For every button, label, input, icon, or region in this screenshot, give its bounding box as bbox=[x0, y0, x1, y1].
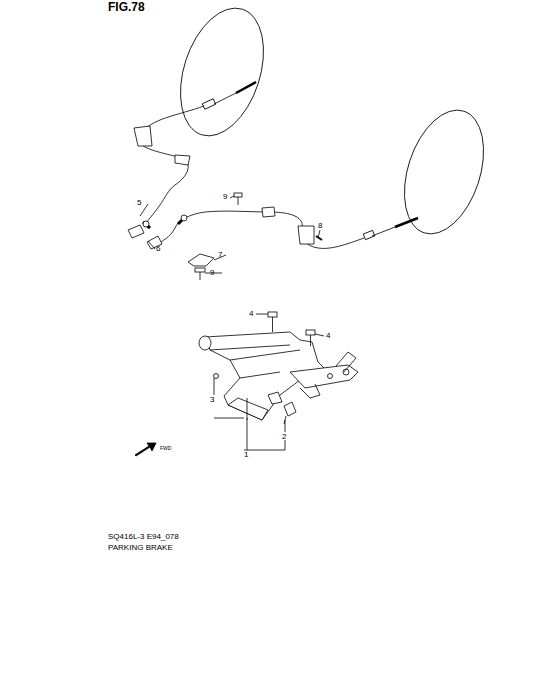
figure-number: FIG.78 bbox=[108, 1, 145, 13]
forward-marker: FWD bbox=[160, 446, 171, 451]
callout-number: 4 bbox=[249, 310, 253, 318]
callout-number: 2 bbox=[282, 433, 286, 441]
callout-number: 7 bbox=[218, 251, 222, 259]
callout-number: 6 bbox=[156, 245, 160, 253]
callout-number: 5 bbox=[137, 199, 141, 207]
callout-number: 9 bbox=[210, 269, 214, 277]
callout-number: 8 bbox=[318, 222, 322, 230]
callout-number: 4 bbox=[326, 332, 330, 340]
diagram-caption: PARKING BRAKE bbox=[108, 544, 173, 552]
diagram-code: SQ416L-3 E94_078 bbox=[108, 533, 179, 541]
callout-number: 9 bbox=[223, 193, 227, 201]
callout-number: 1 bbox=[244, 451, 248, 459]
callout-number: 3 bbox=[210, 396, 214, 404]
